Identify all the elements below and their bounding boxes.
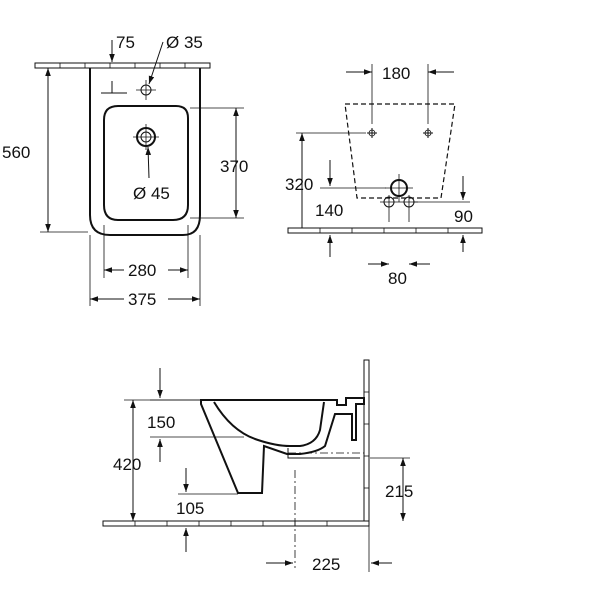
- dim-180: 180: [382, 64, 410, 83]
- dim-140: 140: [315, 201, 343, 220]
- dim-370: 370: [220, 157, 248, 176]
- dim-90: 90: [454, 207, 473, 226]
- dim-280: 280: [128, 261, 156, 280]
- side-view: 150 420 215 105 225: [102, 359, 413, 574]
- side-view-floor: [102, 520, 370, 527]
- dim-320: 320: [285, 175, 313, 194]
- dim-215: 215: [385, 482, 413, 501]
- dim-560: 560: [2, 143, 30, 162]
- front-view: 180 320 140 90 80: [285, 64, 483, 288]
- front-view-floor: [287, 227, 483, 234]
- front-view-bidet-outline: [344, 103, 456, 199]
- dim-420: 420: [113, 455, 141, 474]
- dim-80: 80: [388, 269, 407, 288]
- side-view-inner-bowl: [213, 401, 325, 447]
- top-view: 75 Ø 35 560 370 Ø 45 280 375: [2, 33, 248, 309]
- top-view-bowl-outline: [89, 68, 201, 236]
- dim-225: 225: [312, 555, 340, 574]
- dim-150: 150: [147, 413, 175, 432]
- side-view-waste-pipe: [287, 448, 360, 459]
- top-view-wall: [34, 62, 211, 69]
- side-view-bidet-body: [200, 397, 365, 494]
- fixing-point-icon-left: [367, 128, 377, 138]
- dim-375: 375: [128, 290, 156, 309]
- side-view-wall: [363, 359, 370, 526]
- dim-diameter-45: Ø 45: [133, 184, 170, 203]
- top-view-inner-basin: [103, 105, 189, 221]
- dim-diameter-35: Ø 35: [166, 33, 203, 52]
- dim-75: 75: [116, 33, 135, 52]
- dim-105: 105: [176, 499, 204, 518]
- fixing-point-icon-right: [423, 128, 433, 138]
